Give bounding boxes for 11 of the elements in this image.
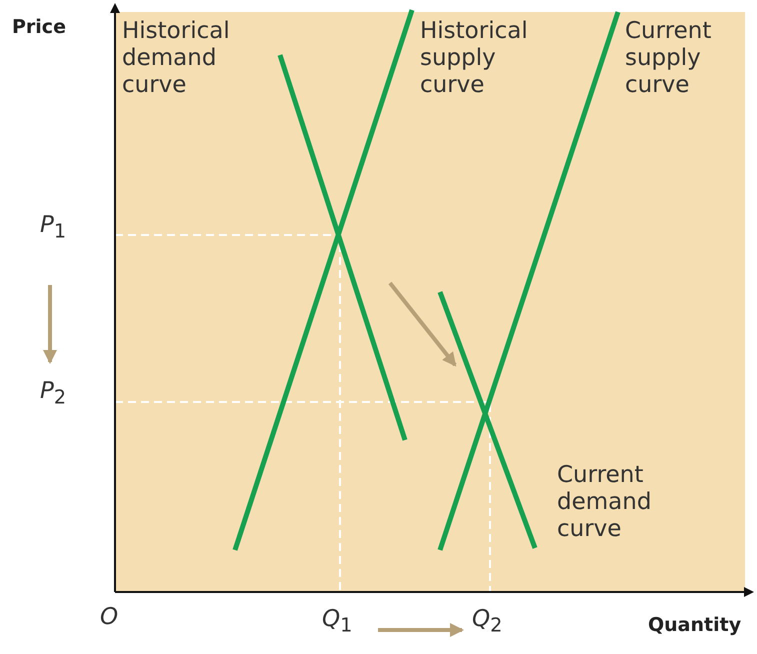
price-label: P$_{1}$ — [40, 212, 66, 245]
quantity-label: Q$_{2}$ — [472, 606, 502, 639]
curve-label: Historical demand curve — [122, 18, 231, 99]
axis-title: Price — [12, 15, 66, 40]
price-label: P$_{2}$ — [40, 378, 66, 411]
axis-title: Quantity — [648, 613, 742, 638]
quantity-label: Q$_{1}$ — [322, 606, 352, 639]
origin-label: O — [100, 604, 118, 631]
curve-label: Current demand curve — [557, 462, 652, 543]
curve-label: Current supply curve — [625, 18, 712, 99]
curve-label: Historical supply curve — [420, 18, 529, 99]
